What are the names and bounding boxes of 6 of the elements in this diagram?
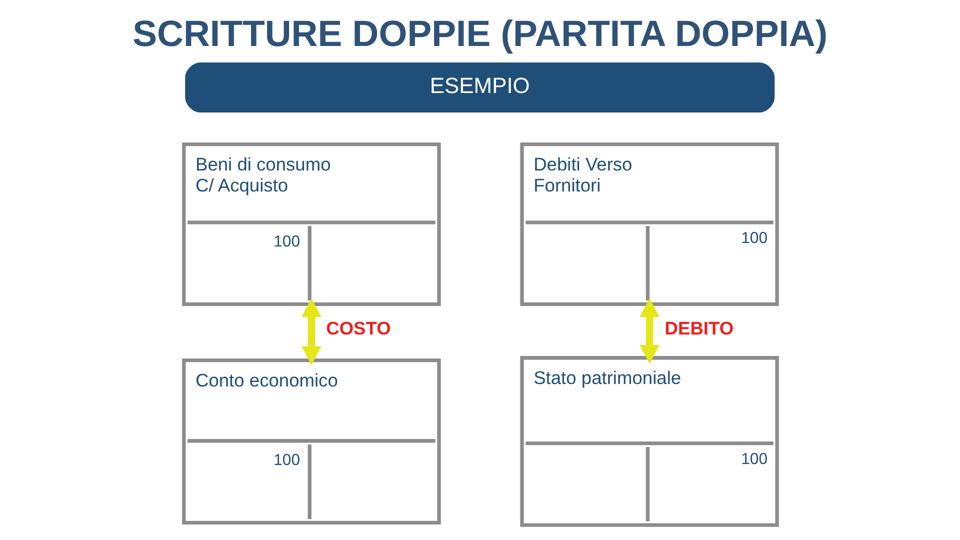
arrow [301,298,321,366]
arrow [639,298,659,364]
edge-label: DEBITO [664,318,734,339]
edge-label: COSTO [326,318,390,339]
diagram-title: SCRITTURE DOPPIE (PARTITA DOPPIA) [132,13,828,54]
node-box: ESEMPIO [184,62,774,113]
